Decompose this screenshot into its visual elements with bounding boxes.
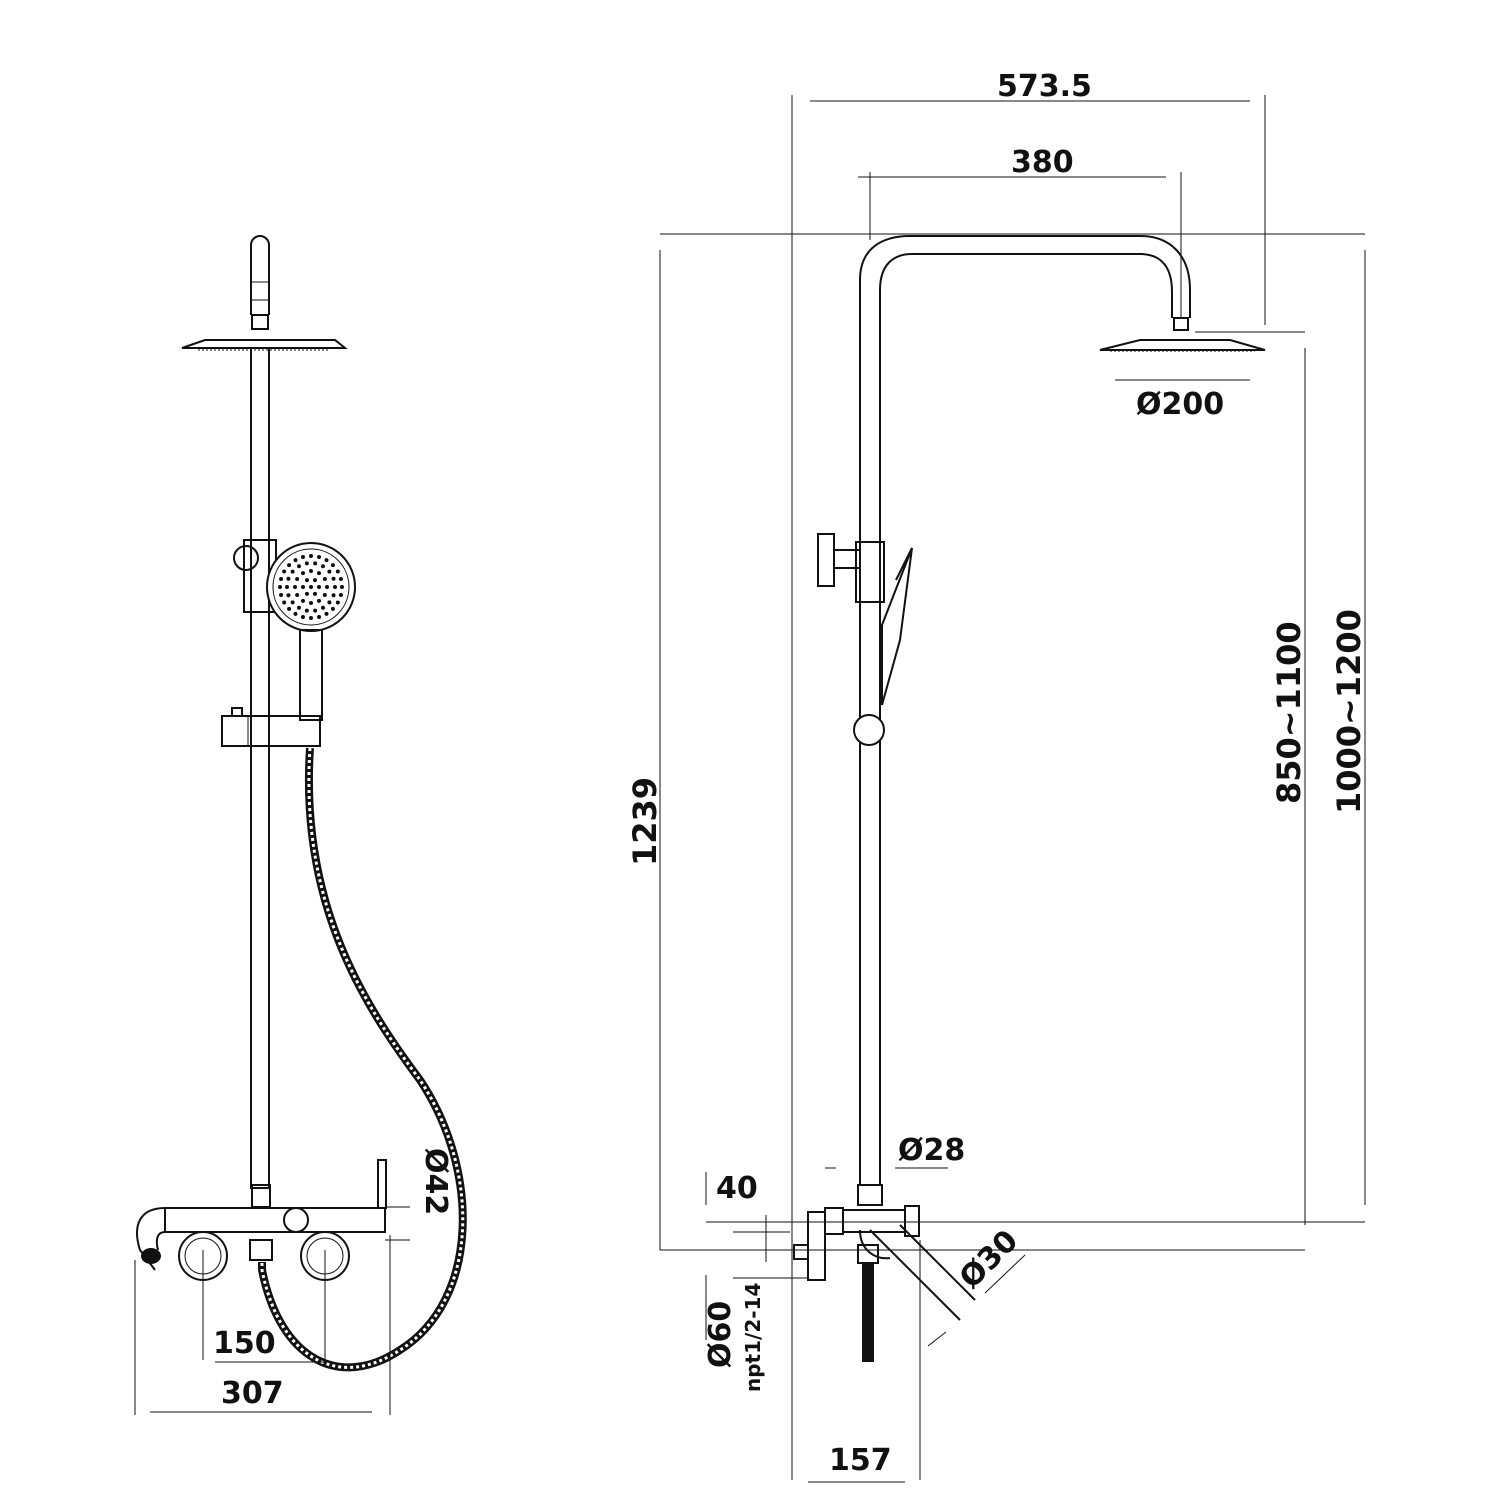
spray-hole — [331, 593, 336, 598]
spray-hole — [293, 611, 298, 616]
mixer-side — [793, 1184, 976, 1362]
spray-hole — [335, 600, 340, 605]
spray-hole — [313, 561, 318, 566]
spray-hole — [317, 598, 321, 603]
spray-hole — [309, 585, 313, 589]
slide-holder-side — [853, 714, 885, 746]
spray-hole — [278, 585, 282, 589]
spray-hole — [293, 585, 297, 589]
dim-307: 307 — [221, 1376, 284, 1411]
hand-shower-side — [881, 547, 913, 706]
spray-hole — [287, 563, 292, 568]
dim-thread-spec: npt1/2-14 — [741, 1283, 765, 1392]
dim-diameter-30: Ø30 — [953, 1223, 1025, 1295]
dim-1000-1200: 1000~1200 — [1330, 609, 1368, 814]
spray-hole — [305, 591, 309, 596]
spray-hole — [295, 593, 300, 597]
slide-holder-front — [221, 707, 321, 747]
spray-hole — [317, 585, 321, 589]
spray-hole — [309, 616, 313, 620]
spray-hole — [282, 569, 287, 574]
spray-hole — [331, 576, 336, 581]
spray-hole — [333, 585, 337, 589]
spray-hole — [330, 563, 335, 568]
front-view: 150 307 Ø42 — [134, 235, 467, 1415]
spray-hole — [279, 593, 284, 598]
spray-hole — [297, 564, 301, 569]
side-dimensions — [659, 95, 1366, 1483]
spray-hole — [313, 578, 317, 583]
dim-1239: 1239 — [626, 777, 664, 866]
dim-diameter-28: Ø28 — [898, 1133, 965, 1168]
overhead-shower-front — [181, 339, 348, 351]
spray-hole — [301, 571, 305, 576]
spray-hole — [335, 569, 340, 574]
spray-hole — [290, 569, 295, 574]
spray-hole — [313, 591, 317, 596]
spray-hole — [324, 558, 329, 563]
spray-hole — [295, 577, 300, 581]
spray-hole — [309, 601, 313, 605]
spray-hole — [324, 611, 329, 616]
arm-and-riser — [859, 235, 1191, 1185]
spray-hole — [286, 576, 291, 581]
spray-hole — [304, 561, 309, 566]
spray-hole — [338, 593, 343, 598]
spray-hole — [309, 554, 313, 558]
spray-hole — [301, 598, 305, 603]
spray-hole — [279, 576, 284, 581]
dim-157: 157 — [829, 1443, 892, 1478]
spray-hole — [300, 555, 305, 560]
spray-hole — [282, 600, 287, 605]
spray-hole — [340, 585, 344, 589]
riser-top-cap — [250, 235, 270, 315]
spray-hole — [338, 576, 343, 581]
spray-hole — [317, 614, 322, 619]
hand-shower-front — [266, 542, 356, 721]
dim-380: 380 — [1011, 145, 1074, 180]
dim-150: 150 — [213, 1326, 276, 1361]
dim-573-5: 573.5 — [997, 69, 1092, 104]
spray-hole — [317, 555, 322, 560]
spray-hole — [327, 600, 332, 605]
spray-hole — [321, 564, 325, 569]
dim-40: 40 — [716, 1171, 758, 1206]
front-dimensions — [134, 1206, 410, 1415]
spray-hole — [321, 605, 325, 610]
spray-hole — [287, 606, 292, 611]
overhead-shower-side — [1099, 339, 1266, 352]
dim-diameter-60: Ø60 — [703, 1301, 738, 1368]
hose-front — [258, 747, 467, 1372]
spray-hole — [301, 585, 305, 589]
spray-hole — [300, 614, 305, 619]
spray-hole — [313, 608, 318, 613]
spray-hole — [285, 585, 289, 589]
dim-850-1100: 850~1100 — [1270, 621, 1308, 804]
spray-hole — [293, 558, 298, 563]
riser-pipe-front — [250, 347, 270, 1189]
spray-hole — [286, 593, 291, 598]
spray-hole — [327, 569, 332, 574]
spray-hole — [290, 600, 295, 605]
spray-hole — [297, 605, 301, 610]
dim-diameter-200: Ø200 — [1136, 387, 1224, 422]
spray-hole — [330, 606, 335, 611]
side-view: 573.5 380 Ø200 1239 850~1100 1000~1200 Ø… — [626, 69, 1368, 1483]
spray-hole — [317, 571, 321, 576]
dim-diameter-42: Ø42 — [418, 1148, 453, 1215]
spray-hole — [309, 569, 313, 573]
spray-hole — [304, 608, 309, 613]
spray-hole — [322, 577, 327, 581]
spray-hole — [305, 578, 309, 583]
spray-hole — [322, 593, 327, 597]
spray-hole — [325, 585, 329, 589]
